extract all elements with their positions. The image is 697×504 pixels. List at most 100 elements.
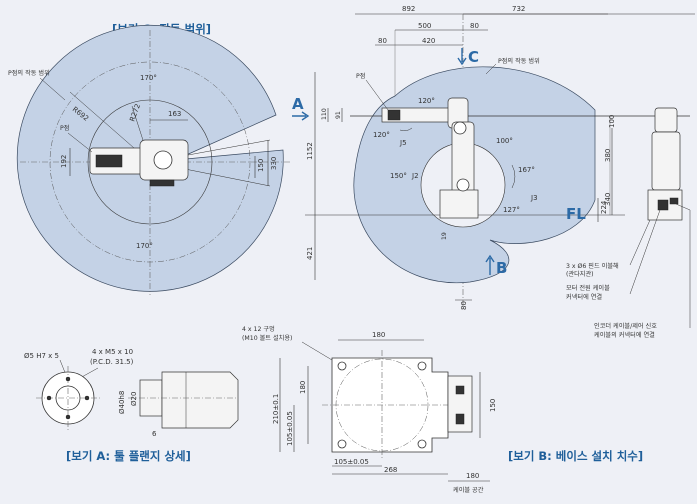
side-c-arrow <box>457 48 467 66</box>
view-c-dim-150: 150 <box>257 159 265 172</box>
side-dim-80b: 80 <box>470 22 479 30</box>
notes-group: 3 x Ø6 핀드 이블해 (관다지관) 모터 전원 케이블 커넥터에 연결 인… <box>566 203 691 339</box>
view-b-title: [보기 B: 베이스 설치 치수] <box>508 449 643 463</box>
view-c-p-range-leader <box>39 77 66 101</box>
view-b-dim-105v: 105±0.05 <box>286 411 294 446</box>
side-angle-100: 100° <box>496 137 513 145</box>
side-angle-120a: 120° <box>418 97 435 105</box>
side-b-label: B <box>496 259 507 277</box>
view-a-hole-right <box>84 395 90 401</box>
note-hole-line1: 3 x Ø6 핀드 이블해 <box>566 262 619 270</box>
view-b-dim-150: 150 <box>489 399 497 412</box>
side-j3-label: J3 <box>530 194 538 202</box>
side-angle-127: 127° <box>503 206 520 214</box>
side-dim-91: 91 <box>335 111 342 119</box>
view-a-d20: Ø20 <box>130 392 138 406</box>
view-c-joint <box>153 150 173 170</box>
view-b-hole-tr <box>417 361 427 371</box>
side-dim-80a: 80 <box>378 37 387 45</box>
side-flange <box>387 109 401 121</box>
back-view-connector-2 <box>669 197 679 205</box>
side-dim-421: 421 <box>306 247 314 260</box>
side-p-point-leader <box>365 79 389 111</box>
side-b-arrow <box>485 254 495 275</box>
side-c-label: C <box>468 48 479 66</box>
view-c-angle-bottom: 170° <box>136 242 153 250</box>
view-a-six: 6 <box>152 430 157 438</box>
side-dim-340: 340 <box>604 193 612 206</box>
side-j3-joint <box>453 121 467 135</box>
note-encoder-leader <box>675 203 691 328</box>
view-b-connector-1 <box>455 385 465 395</box>
view-b-bolt-circle <box>335 358 429 452</box>
side-dim-80c: 80 <box>460 301 468 310</box>
view-b-dim-180-top: 180 <box>372 331 385 339</box>
view-a-phi5: Ø5 H7 x 5 <box>24 352 59 360</box>
side-fl-label: FL <box>566 205 586 223</box>
view-b-dim-105h: 105±0.05 <box>334 458 369 466</box>
side-dim-500: 500 <box>418 22 431 30</box>
side-dim-892: 892 <box>402 5 415 13</box>
side-angle-167: 167° <box>518 166 535 174</box>
side-j2-joint <box>456 178 470 192</box>
side-dim-110: 110 <box>321 108 328 120</box>
view-a-d40: Ø40h8 <box>118 391 126 414</box>
view-a-hole-bottom <box>65 414 71 420</box>
view-c-p-point-label: P점 <box>60 125 69 132</box>
view-a-m5-line2: (P.C.D. 31.5) <box>90 358 134 366</box>
side-dim-732: 732 <box>512 5 525 13</box>
view-b-connector-2 <box>455 413 465 425</box>
side-dim-100: 100 <box>608 115 616 128</box>
view-c-p-point-leader <box>67 132 93 153</box>
side-a-label: A <box>292 95 304 113</box>
note-hole-line2: (관다지관) <box>566 270 594 278</box>
side-a-arrow <box>292 111 310 121</box>
view-c-p-range-label: P점의 작동 범위 <box>8 69 50 77</box>
side-dim-224: 224 <box>600 200 608 214</box>
side-j5-label: J5 <box>399 139 407 147</box>
back-view-head <box>654 107 678 133</box>
view-c-angle-top: 170° <box>140 74 157 82</box>
back-view-connector <box>657 199 669 211</box>
side-dim-19: 19 <box>441 232 448 240</box>
side-base <box>439 189 479 219</box>
note-hole-leader <box>629 219 651 266</box>
view-b-hole-tl <box>337 361 347 371</box>
view-a-wrist-body <box>161 371 239 429</box>
side-dim-380: 380 <box>604 149 612 162</box>
note-motor-line2: 커넥터에 연결 <box>566 293 602 301</box>
view-c-cable <box>149 179 175 187</box>
side-angle-120b: 120° <box>373 131 390 139</box>
note-encoder-line1: 인코더 케이블/제어 신호 <box>594 322 657 330</box>
view-b-dim-180-left: 180 <box>299 381 307 394</box>
side-j5-arc <box>399 127 413 132</box>
view-a-hole-left <box>46 395 52 401</box>
side-dim-420: 420 <box>422 37 435 45</box>
side-p-range-label: P점의 작동 범위 <box>498 57 540 65</box>
view-b-holes-line1: 4 x 12 구멍 <box>242 325 275 333</box>
view-b-group: 4 x 12 구멍 (M10 볼트 설치용) 180 150 180 210±0… <box>242 325 643 494</box>
view-c-flange <box>95 154 123 168</box>
view-a-hole-top <box>65 376 71 382</box>
view-b-hole-br <box>417 439 427 449</box>
view-b-dim-180-cable: 180 <box>466 472 479 480</box>
side-angle-150: 150° <box>390 172 407 180</box>
side-j2-label: J2 <box>411 172 419 180</box>
view-c-dim-163: 163 <box>168 110 181 118</box>
side-j3-arc <box>511 164 516 189</box>
view-b-dim-210: 210±0.1 <box>272 394 280 424</box>
view-c-group: [보기 C: 작동 범위] P점의 작동 범위 P점 170° 170° R69… <box>8 22 290 295</box>
side-p-range-leader <box>485 63 497 75</box>
back-view-arm <box>651 131 681 191</box>
view-b-dim-268: 268 <box>384 466 397 474</box>
side-dim-1152: 1152 <box>306 142 314 160</box>
view-c-dim-330: 330 <box>270 157 278 170</box>
view-b-cable-space: 케이블 공간 <box>453 486 484 494</box>
view-b-hole-bl <box>337 439 347 449</box>
view-a-title: [보기 A: 툴 플랜지 상세] <box>66 449 191 463</box>
view-c-dim-192: 192 <box>60 155 68 168</box>
note-motor-line1: 모터 전원 케이블 <box>566 284 610 292</box>
side-p-point-label: P점 <box>356 73 365 80</box>
